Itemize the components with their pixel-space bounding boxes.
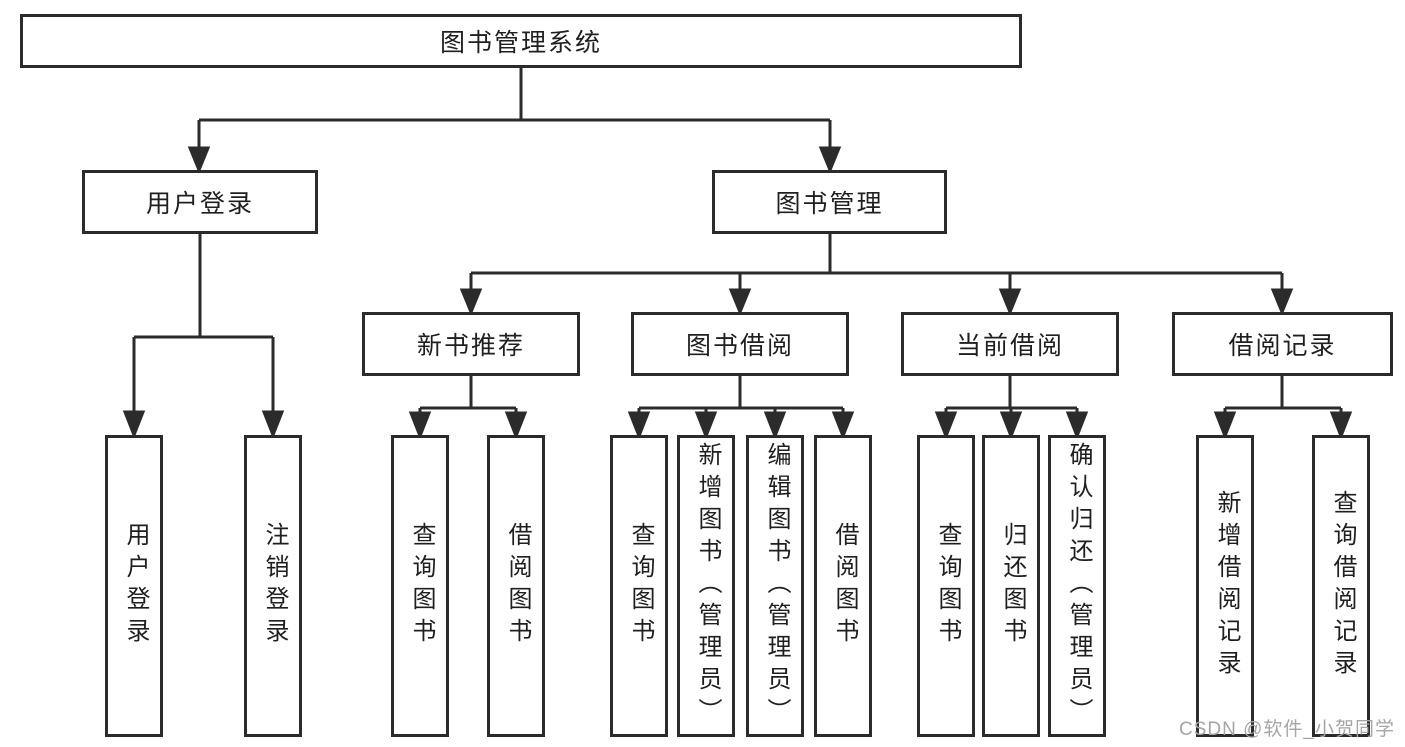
node-user-login: 用户登录 <box>82 170 318 234</box>
leaf-current-confirm-return-admin: 确认归还（管理员） <box>1048 435 1106 737</box>
leaf-records-query-record: 查询借阅记录 <box>1312 435 1370 737</box>
connector-user-login-split <box>122 234 285 440</box>
leaf-borrow-edit-books-admin: 编辑图书（管理员） <box>746 435 804 737</box>
leaf-newbook-query-books: 查询图书 <box>391 435 449 737</box>
node-root: 图书管理系统 <box>20 14 1022 68</box>
connector-current-borrow-split <box>934 376 1089 441</box>
leaf-newbook-borrow-books: 借阅图书 <box>487 435 545 737</box>
node-borrow-records: 借阅记录 <box>1172 312 1393 376</box>
leaf-current-return-books: 归还图书 <box>982 435 1040 737</box>
connector-book-borrow-split <box>627 376 855 441</box>
connector-borrow-records-split <box>1213 376 1353 441</box>
node-book-management: 图书管理 <box>712 170 947 234</box>
connector-book-mgmt-split <box>459 234 1294 316</box>
leaf-current-query-books: 查询图书 <box>917 435 975 737</box>
node-new-book-recommend: 新书推荐 <box>362 312 580 376</box>
leaf-borrow-borrow-books: 借阅图书 <box>814 435 872 737</box>
leaf-user-login: 用户登录 <box>105 435 163 737</box>
leaf-borrow-add-books-admin: 新增图书（管理员） <box>677 435 735 737</box>
node-current-borrow: 当前借阅 <box>901 312 1119 376</box>
leaf-borrow-query-books: 查询图书 <box>610 435 668 737</box>
csdn-watermark: CSDN @软件_小贺同学 <box>1179 719 1395 740</box>
leaf-records-add-record: 新增借阅记录 <box>1196 435 1254 737</box>
connector-root-split <box>187 68 842 174</box>
leaf-logout: 注销登录 <box>244 435 302 737</box>
connector-new-book-split <box>408 376 528 441</box>
node-book-borrow: 图书借阅 <box>631 312 849 376</box>
